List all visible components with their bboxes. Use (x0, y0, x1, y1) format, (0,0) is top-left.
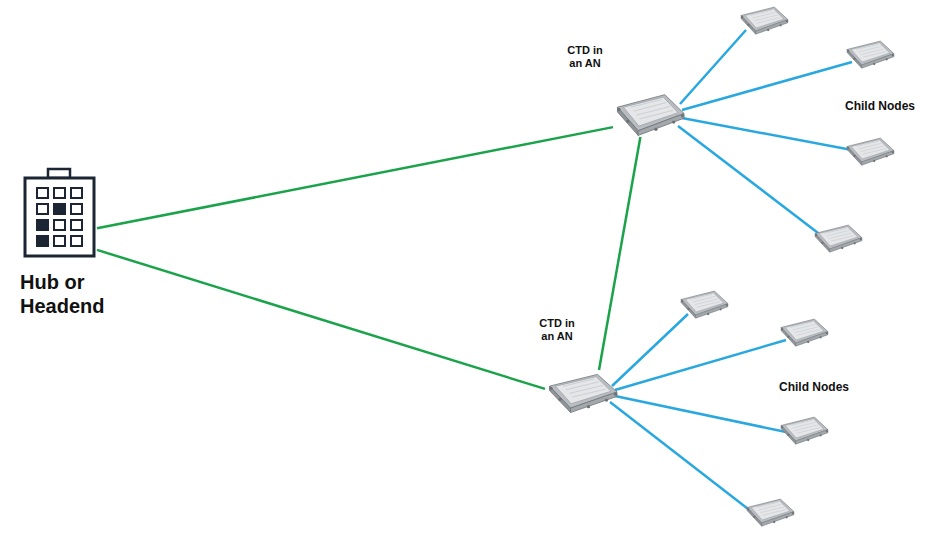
fiber-link (97, 127, 613, 228)
coax-links (610, 30, 852, 512)
ctd-node: CTD in an AN (613, 90, 687, 137)
node-label: CTD in an AN (561, 44, 609, 70)
building-icon (25, 169, 94, 256)
group-label: Child Nodes (779, 380, 849, 394)
headend-icon (22, 168, 97, 258)
amplifier-device (549, 374, 617, 412)
ctd-device (613, 90, 687, 137)
fiber-link (97, 250, 545, 389)
node-label: Hub or Headend (20, 270, 116, 318)
child-node-devices (681, 7, 894, 526)
headend-node: Hub or Headend (22, 168, 97, 258)
ctd-device (545, 370, 620, 414)
ctd-node: CTD in an AN (545, 370, 620, 414)
group-label: Child Nodes (845, 99, 915, 113)
fiber-link (599, 137, 640, 370)
node-label: CTD in an AN (533, 317, 581, 343)
amplifier-device (617, 95, 684, 136)
